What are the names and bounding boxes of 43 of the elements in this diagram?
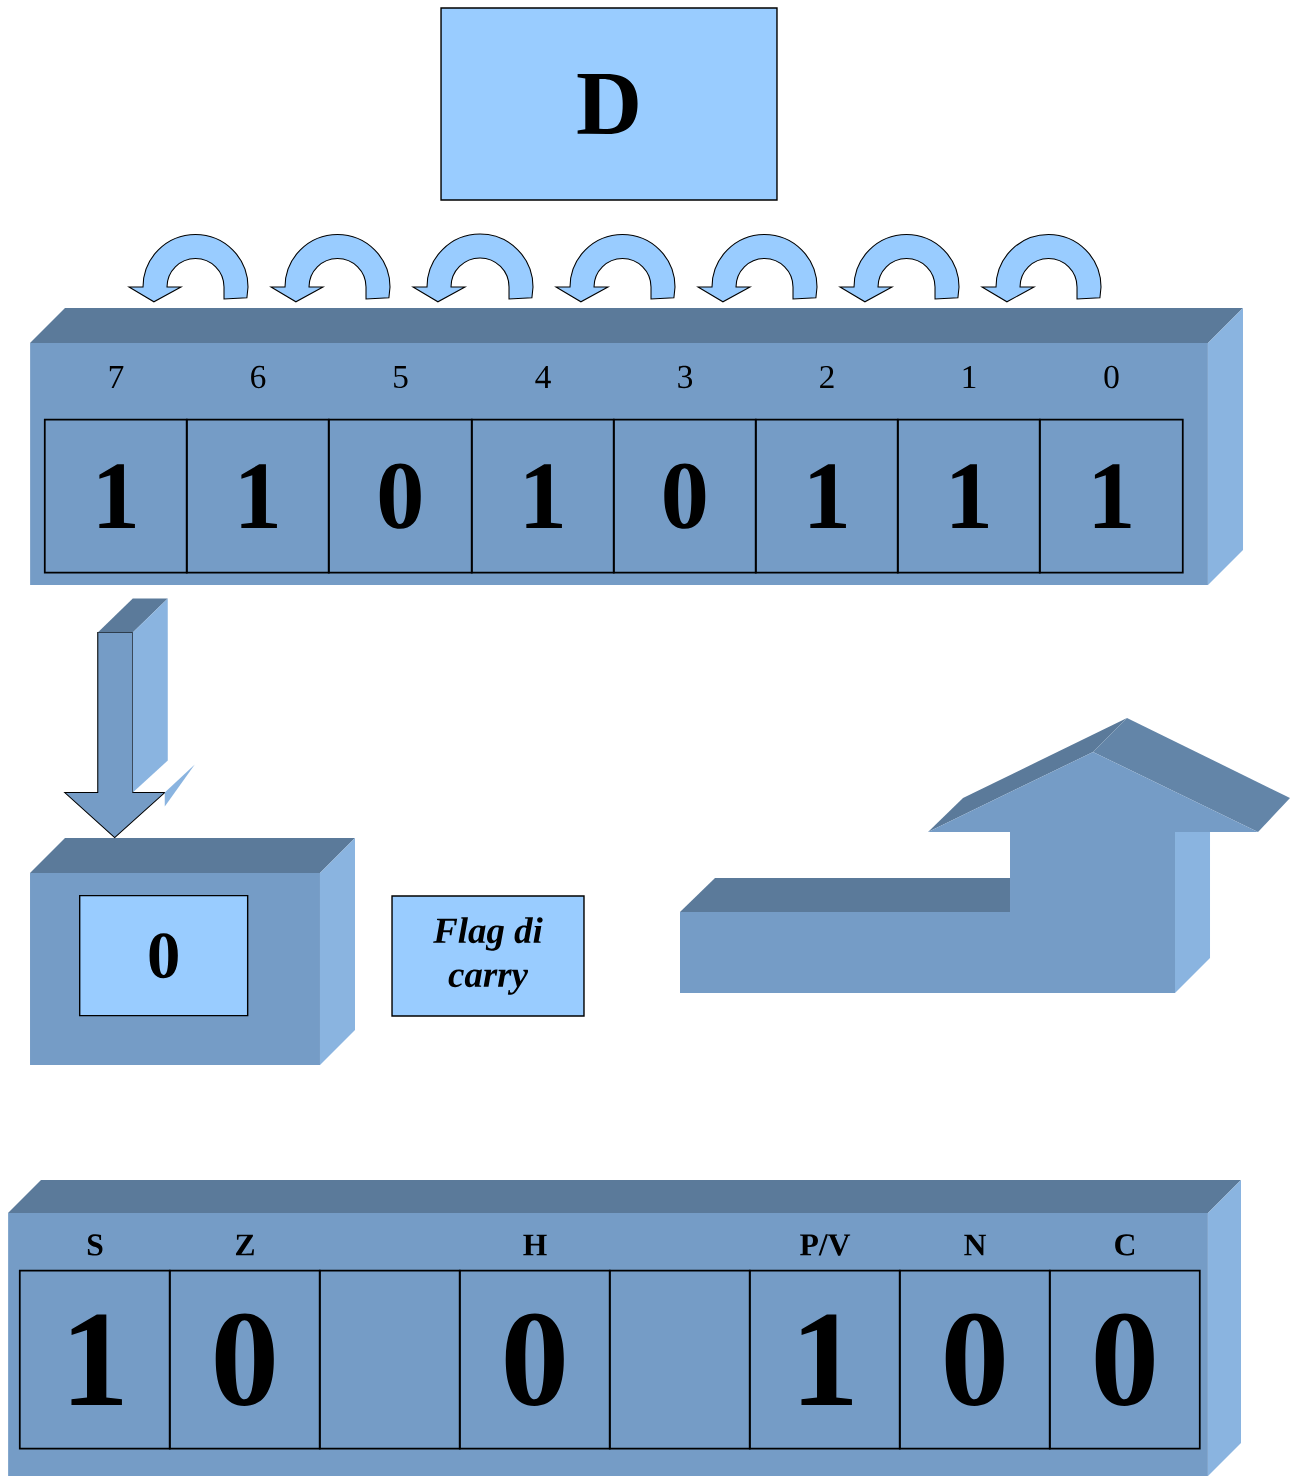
bit-number: 6: [251, 365, 266, 389]
bit-cell: 1: [896, 418, 1041, 574]
bit-number: 1: [963, 366, 976, 388]
flag-name: H: [523, 1234, 547, 1256]
bit-cell: 1: [470, 418, 615, 574]
flag-cell: 1: [18, 1269, 171, 1450]
curved-arrow: [128, 233, 249, 303]
bit-number: 3: [678, 365, 693, 389]
bit-number: 0: [1104, 365, 1119, 389]
flag-cell: 0: [458, 1269, 611, 1450]
curved-arrow: [555, 233, 676, 303]
curved-arrow: [697, 233, 818, 303]
bit-number: 4: [535, 366, 551, 388]
bit-cell: 1: [43, 418, 188, 574]
bit-number: 2: [820, 365, 834, 389]
curved-arrow: [981, 233, 1102, 303]
flag-name: C: [1115, 1234, 1135, 1256]
flag-register-block: [8, 1180, 1241, 1476]
bit-cell: 1: [754, 418, 899, 574]
flag-cell: 1: [748, 1269, 901, 1450]
bit-cell: 1: [1038, 418, 1184, 574]
bit-cell: 0: [327, 418, 473, 574]
bit-cell: 1: [185, 418, 330, 574]
curved-arrow: [839, 233, 960, 303]
register-block: [30, 308, 1243, 585]
carry-flag-box: Flag di carry: [391, 895, 585, 1017]
curved-arrow: [270, 233, 391, 303]
flag-cell: [608, 1269, 751, 1450]
flag-name: P/V: [800, 1234, 851, 1256]
flag-name: N: [964, 1234, 986, 1256]
flag-cell: 0: [168, 1269, 321, 1450]
curved-arrow: [412, 233, 534, 303]
bit-number: 7: [109, 366, 124, 388]
flag-name: S: [87, 1234, 103, 1256]
flag-cell: [318, 1269, 461, 1450]
flag-cell: 0: [898, 1269, 1051, 1450]
bit-cell: 0: [612, 418, 757, 574]
block-arrow: [63, 598, 195, 839]
register-name-box: D: [440, 7, 778, 201]
flag-name: Z: [235, 1234, 254, 1256]
carry-value-box: 0: [79, 894, 249, 1017]
bit-number: 5: [394, 365, 408, 389]
flag-cell: 0: [1048, 1269, 1201, 1450]
